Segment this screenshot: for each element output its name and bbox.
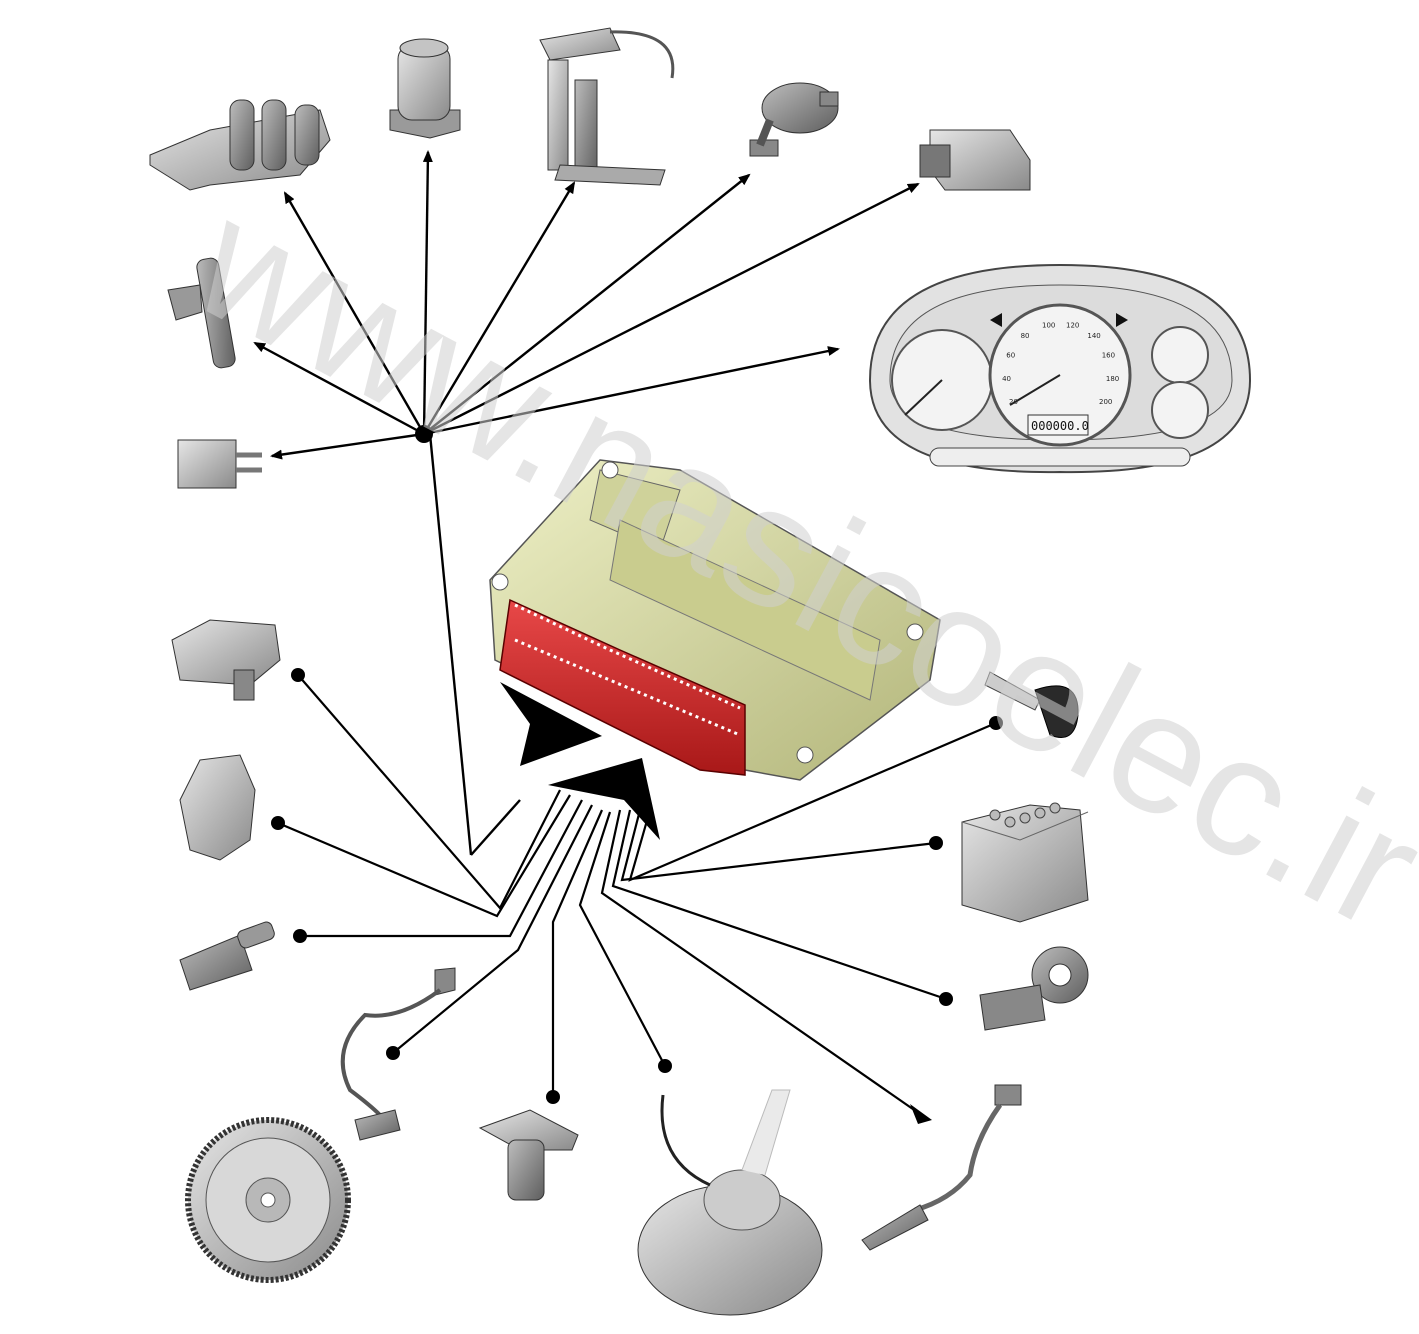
speed-tick-label: 200 [1099,398,1112,406]
speed-tick-label: 160 [1102,351,1115,359]
camshaft-sensor [478,1109,579,1201]
ecu-unit [489,459,941,781]
watermark-text: www.nasicoelec.ir [166,164,1419,967]
speedometer-ticks: 20 40 60 80 100 120 140 160 180 200 [1002,321,1119,406]
relay-module [919,129,1031,191]
oxygen-arrow [910,1104,932,1124]
line-hub-trunk [428,433,473,856]
line-to-ignition-coil [283,191,426,435]
speed-tick-label: 40 [1002,375,1011,383]
abs-wheel-sensor [637,1089,823,1316]
hub-node [415,425,433,443]
odometer-readout: 000000.0 [1031,419,1089,433]
line-to-vapor-valve [423,173,751,435]
speed-tick-label: 100 [1042,321,1055,329]
speed-tick-label: 140 [1087,332,1100,340]
input-nodes [271,668,1003,1104]
big-input-arrow [548,758,660,840]
fuel-pump [539,27,675,186]
oxygen-sensor [861,1084,1022,1251]
vapor-valve [749,82,839,157]
line-to-canister-valve [422,150,433,435]
flywheel [185,1117,351,1283]
ignition-key [984,671,1079,738]
line-to-injector [253,341,425,436]
crankshaft-sensor [340,967,456,1141]
line-to-fuel-pump [422,181,576,435]
speed-tick-label: 80 [1021,332,1030,340]
coolant-temp-sensor [179,921,275,991]
instrument-cluster [868,263,1252,474]
main-relay [177,439,262,489]
battery [961,802,1089,923]
knock-sensor [979,946,1089,1031]
line-to-cluster [423,346,840,436]
speed-tick-label: 180 [1106,375,1119,383]
map-sensor [171,619,281,701]
throttle-sensor [179,754,256,861]
input-lines [277,674,997,1115]
line-to-main-relay [270,432,425,460]
line-to-relay-module [423,182,920,436]
speed-tick-label: 20 [1009,398,1018,406]
ignition-coil [149,99,331,191]
speed-tick-label: 120 [1066,321,1079,329]
fuel-injector [167,257,236,369]
big-output-arrow [500,682,602,766]
output-lines [253,150,920,856]
speed-tick-label: 60 [1006,351,1015,359]
canister-valve [389,38,461,139]
